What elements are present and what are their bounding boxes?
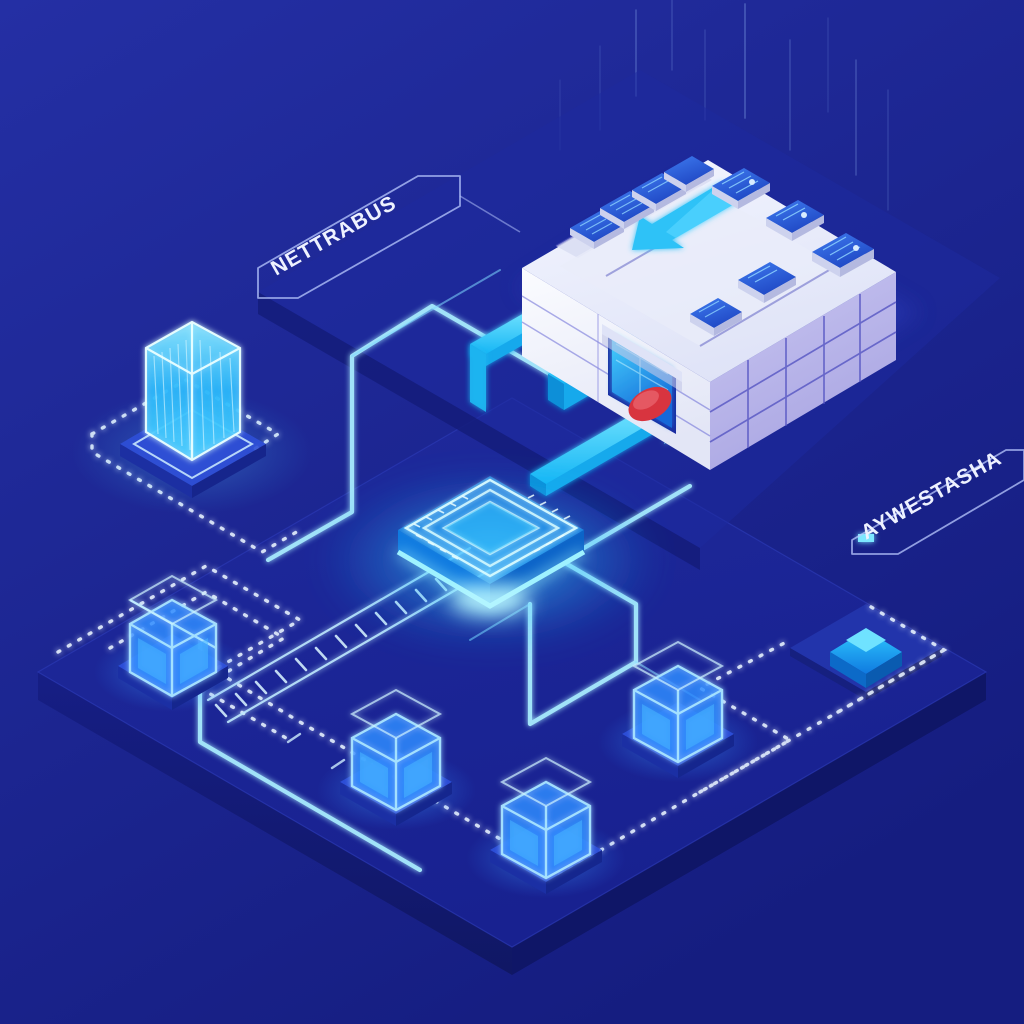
cube-node-midleft[interactable] bbox=[316, 688, 476, 830]
cube-node-left[interactable] bbox=[94, 574, 250, 712]
building-right-face bbox=[710, 272, 896, 470]
central-hub-chip[interactable] bbox=[320, 472, 660, 648]
roof-panel-cluster-left bbox=[570, 156, 714, 249]
data-tower[interactable] bbox=[72, 320, 312, 514]
cube-node-right[interactable] bbox=[598, 640, 758, 782]
label-nettrabus-connector bbox=[459, 195, 521, 233]
roof-panel-cluster-right bbox=[690, 168, 874, 336]
cube-node-midbottom[interactable] bbox=[466, 756, 626, 898]
ground-platform bbox=[36, 397, 988, 975]
window-grid bbox=[709, 294, 897, 448]
beacon-marker[interactable] bbox=[830, 534, 902, 688]
warehouse-building[interactable] bbox=[516, 156, 920, 470]
